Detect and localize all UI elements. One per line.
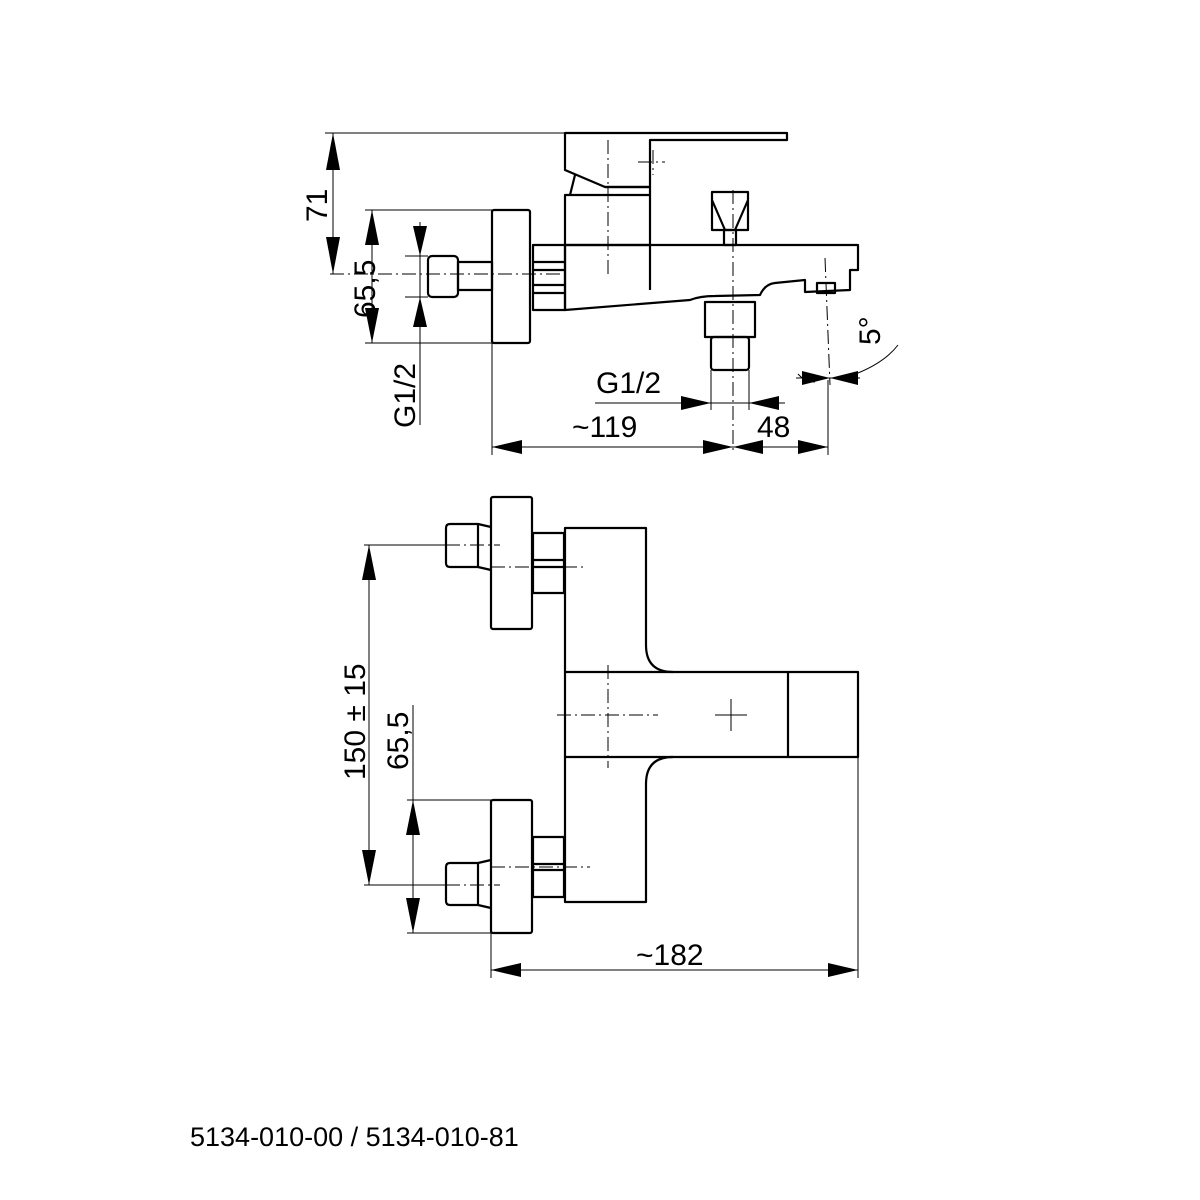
dim-spout-angle: 5° bbox=[854, 316, 887, 345]
dim-flange-65-5-front: 65,5 bbox=[382, 712, 415, 770]
dim-centers-150: 150 ± 15 bbox=[339, 663, 372, 780]
dim-inlet-thread: G1/2 bbox=[389, 363, 422, 428]
spout bbox=[563, 243, 860, 312]
dim-height-71: 71 bbox=[301, 189, 334, 222]
eccentric-nut bbox=[531, 243, 567, 312]
side-view: 71 65,5 G1/2 G1/2 ~119 48 bbox=[301, 131, 899, 455]
outlet-nut bbox=[703, 300, 757, 339]
diverter-knob bbox=[710, 190, 750, 232]
dim-spout-48: 48 bbox=[757, 411, 790, 444]
top-inlet-nipple bbox=[444, 522, 492, 572]
dim-projection-119: ~119 bbox=[572, 411, 637, 444]
dim-outlet-thread: G1/2 bbox=[596, 367, 661, 400]
front-view: 150 ± 15 65,5 ~182 bbox=[339, 495, 860, 978]
product-codes: 5134-010-00 / 5134-010-81 bbox=[190, 1122, 519, 1152]
bottom-inlet-nipple bbox=[444, 858, 492, 910]
dim-flange-65-5: 65,5 bbox=[349, 260, 382, 318]
lever-handle bbox=[563, 131, 789, 189]
dim-width-182: ~182 bbox=[636, 939, 704, 972]
top-flange bbox=[489, 495, 534, 631]
inlet-nipple bbox=[426, 254, 460, 299]
wall-flange bbox=[490, 208, 532, 345]
